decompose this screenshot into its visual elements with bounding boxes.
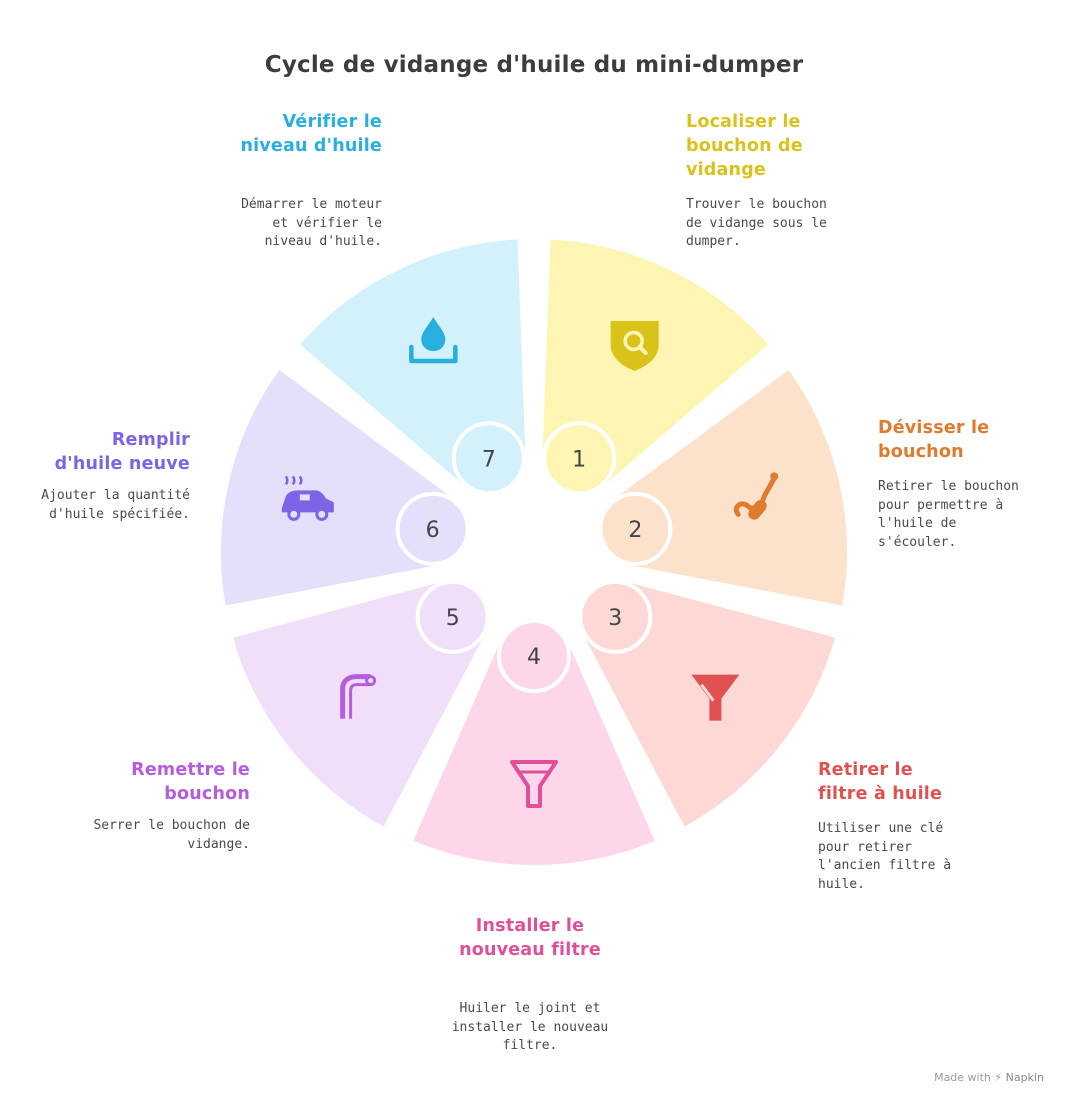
water-drop-icon <box>409 316 458 364</box>
step-2-badge <box>598 491 673 566</box>
napkin-logo-icon: ⚡ <box>994 1071 1003 1084</box>
step-3-badge <box>578 579 653 654</box>
step-4-description: Huiler le joint et installer le nouveau … <box>451 1001 609 1053</box>
step-6-number: 6 <box>426 518 440 543</box>
car-icon <box>281 475 334 521</box>
step-7-badge <box>451 421 526 496</box>
step-3-description: Utiliser une clé pour retirer l'ancien f… <box>818 821 952 892</box>
step-2-description: Retirer le bouchon pour permettre à l'hu… <box>878 479 1019 550</box>
step-6-description: Ajouter la quantité d'huile spécifiée. <box>41 488 190 522</box>
step-7-title: Vérifier le niveau d'huile <box>240 112 382 156</box>
step-1-description: Trouver le bouchon de vidange sous le du… <box>686 197 827 249</box>
diagram-title: Cycle de vidange d'huile du mini-dumper <box>264 52 804 78</box>
step-3-number: 3 <box>608 606 622 631</box>
step-5-title: Remettre le bouchon <box>131 760 250 804</box>
funnel-outline-icon <box>510 760 558 808</box>
step-1-badge <box>542 421 617 496</box>
footer-prefix: Made with <box>934 1071 991 1084</box>
step-5-number: 5 <box>446 606 460 631</box>
worm-icon <box>733 472 779 520</box>
footer-brand: Napkin <box>1005 1071 1044 1084</box>
step-5-description: Serrer le bouchon de vidange. <box>93 818 250 852</box>
step-6-title: Remplir d'huile neuve <box>54 430 190 474</box>
footer-credit: Made with ⚡ Napkin <box>934 1071 1044 1084</box>
step-3-title: Retirer le filtre à huile <box>818 760 943 804</box>
step-5-badge <box>415 579 490 654</box>
pipe-icon <box>340 674 377 719</box>
step-2-number: 2 <box>628 518 642 543</box>
step-2-title: Dévisser le bouchon <box>878 418 990 462</box>
step-7-description: Démarrer le moteur et vérifier le niveau… <box>241 197 382 249</box>
step-1-title: Localiser le bouchon de vidange <box>686 112 803 180</box>
step-4-title: Installer le nouveau filtre <box>459 916 601 960</box>
step-1-number: 1 <box>572 447 586 472</box>
step-6-badge <box>395 491 470 566</box>
funnel-filled-icon <box>691 674 740 721</box>
step-4-number: 4 <box>527 645 541 670</box>
step-7-number: 7 <box>482 447 496 472</box>
search-shield-icon <box>610 320 659 371</box>
step-4-badge <box>497 619 571 693</box>
